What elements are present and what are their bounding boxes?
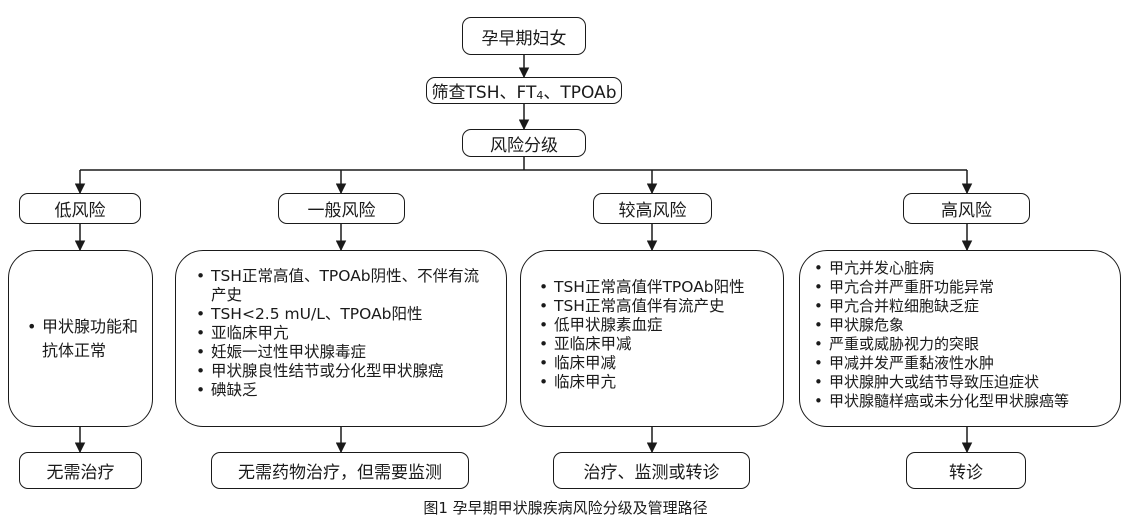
criteria-item: TSH正常高值伴TPOAb阳性 [537,278,773,297]
node-higher-risk: 较高风险 [593,193,712,224]
criteria-item: TSH正常高值伴有流产史 [537,297,773,316]
criteria-item: 甲状腺髓样癌或未分化型甲状腺癌等 [812,392,1112,411]
criteria-item: 严重或威胁视力的突眼 [812,335,1112,354]
criteria-item: 临床甲减 [537,354,773,373]
node-pregnant-women: 孕早期妇女 [462,17,586,55]
criteria-item: 临床甲亢 [537,373,773,392]
criteria-item: 甲亢并发心脏病 [812,259,1112,278]
criteria-item: 甲状腺肿大或结节导致压迫症状 [812,373,1112,392]
outcome-monitoring: 无需药物治疗，但需要监测 [211,452,469,489]
criteria-item: 亚临床甲亢 [194,324,492,343]
criteria-item: 碘缺乏 [194,381,492,400]
criteria-general-risk: TSH正常高值、TPOAb阴性、不伴有流产史 TSH<2.5 mU/L、TPOA… [175,250,507,427]
criteria-item: 亚临床甲减 [537,335,773,354]
node-low-risk: 低风险 [19,193,141,224]
criteria-item: 甲状腺危象 [812,316,1112,335]
outcome-no-treatment: 无需治疗 [19,452,142,489]
criteria-higher-risk: TSH正常高值伴TPOAb阳性 TSH正常高值伴有流产史 低甲状腺素血症 亚临床… [520,250,784,427]
screening-suffix: 、TPOAb [543,83,617,103]
node-high-risk: 高风险 [903,193,1030,224]
criteria-high-risk: 甲亢并发心脏病 甲亢合并严重肝功能异常 甲亢合并粒细胞缺乏症 甲状腺危象 严重或… [799,250,1121,427]
figure-caption: 图1 孕早期甲状腺疾病风险分级及管理路径 [423,499,708,517]
screening-prefix: 筛查TSH、FT [431,83,537,103]
criteria-item: 甲减并发严重黏液性水肿 [812,354,1112,373]
criteria-item: 甲亢合并粒细胞缺乏症 [812,297,1112,316]
node-general-risk: 一般风险 [278,193,405,224]
criteria-item: TSH<2.5 mU/L、TPOAb阳性 [194,305,492,324]
outcome-treat-monitor-refer: 治疗、监测或转诊 [553,452,750,489]
criteria-item: 低甲状腺素血症 [537,316,773,335]
node-risk-grading: 风险分级 [462,129,586,157]
criteria-item: 甲状腺良性结节或分化型甲状腺癌 [194,362,492,381]
outcome-referral: 转诊 [906,452,1026,489]
criteria-item: TSH正常高值、TPOAb阴性、不伴有流产史 [194,267,491,305]
criteria-item: 妊娠一过性甲状腺毒症 [194,343,492,362]
criteria-low-risk: 甲状腺功能和抗体正常 [8,250,153,427]
criteria-item: 甲亢合并严重肝功能异常 [812,278,1112,297]
criteria-item: 甲状腺功能和抗体正常 [25,315,140,363]
screening-subscript: 4 [536,89,544,102]
